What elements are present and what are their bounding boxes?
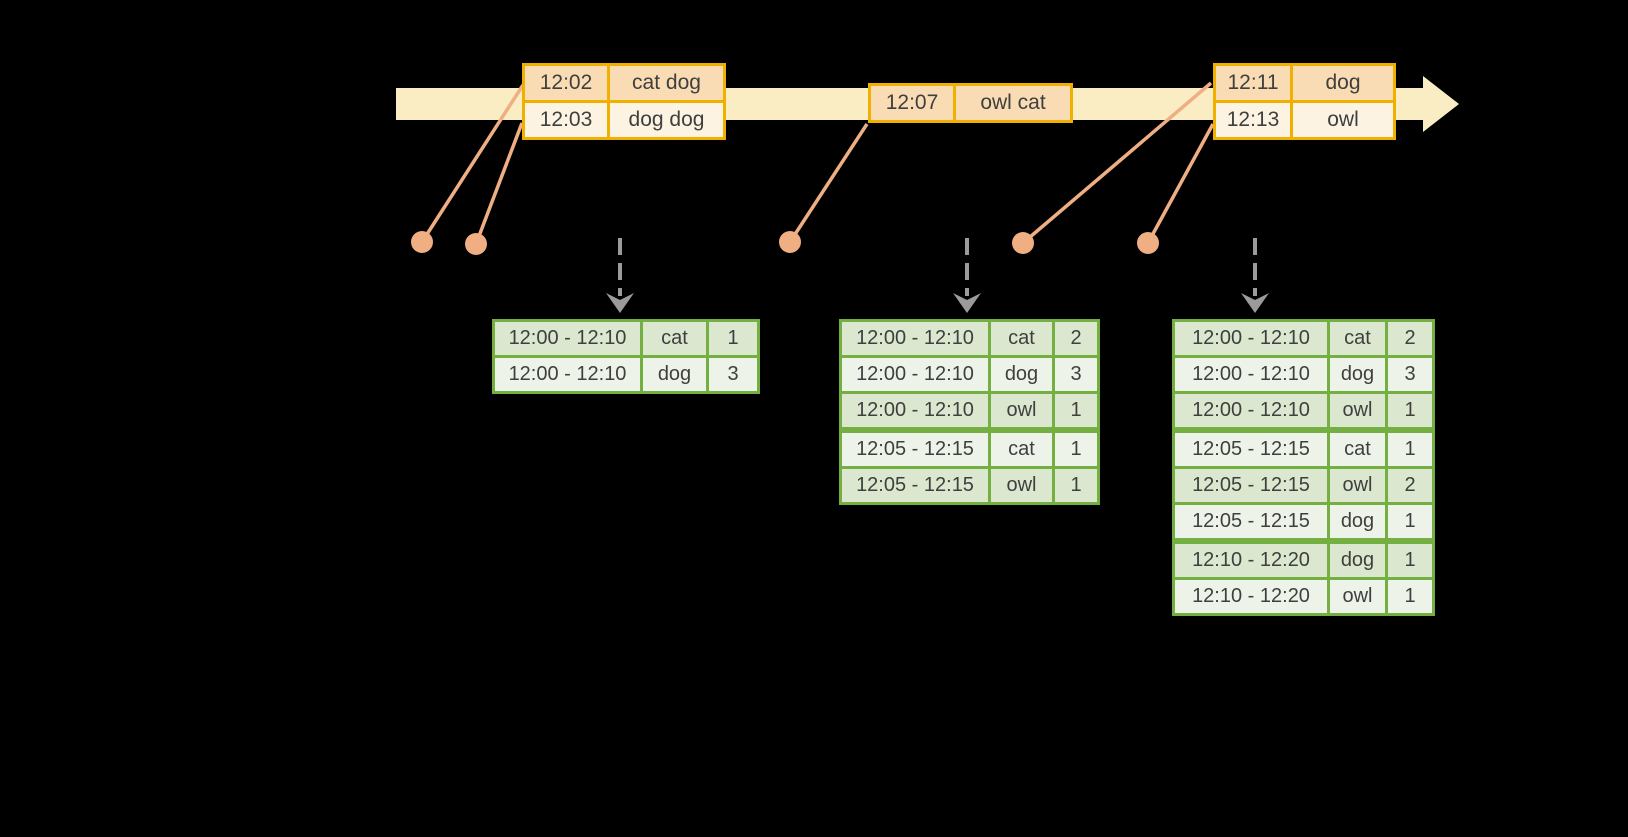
count-cell: 1	[1385, 391, 1435, 432]
word-cell: dog	[988, 355, 1055, 394]
word-cell: cat	[1327, 319, 1388, 358]
time-cell: 12:07	[868, 83, 956, 123]
word-cell: owl	[988, 466, 1055, 505]
timeline-arrowhead-icon	[1423, 76, 1459, 132]
time-cell: 12:11	[1213, 63, 1293, 103]
window-cell: 12:00 - 12:10	[1172, 319, 1330, 358]
word-cell: cat	[988, 319, 1055, 358]
window-cell: 12:00 - 12:10	[839, 391, 991, 432]
count-cell: 1	[1052, 466, 1100, 505]
count-cell: 2	[1385, 466, 1435, 505]
event-connector-line	[788, 123, 869, 243]
window-cell: 12:00 - 12:10	[492, 355, 643, 394]
word-cell: dog	[1327, 538, 1388, 580]
window-cell: 12:05 - 12:15	[839, 466, 991, 505]
word-cell: cat	[640, 319, 709, 358]
count-cell: 1	[1385, 427, 1435, 469]
words-cell: dog	[1290, 63, 1396, 103]
window-cell: 12:10 - 12:20	[1172, 538, 1330, 580]
word-cell: owl	[1327, 466, 1388, 505]
count-cell: 1	[1385, 538, 1435, 580]
words-cell: cat dog	[607, 63, 726, 103]
time-cell: 12:03	[522, 100, 610, 140]
event-dot	[465, 233, 487, 255]
count-cell: 3	[1385, 355, 1435, 394]
count-cell: 1	[1385, 502, 1435, 543]
word-cell: owl	[988, 391, 1055, 432]
window-cell: 12:05 - 12:15	[1172, 502, 1330, 543]
window-cell: 12:10 - 12:20	[1172, 577, 1330, 616]
words-cell: owl	[1290, 100, 1396, 140]
event-connector-line	[474, 122, 524, 245]
count-cell: 3	[706, 355, 760, 394]
trigger-arrow	[953, 238, 981, 313]
word-cell: dog	[1327, 355, 1388, 394]
count-cell: 1	[1052, 427, 1100, 469]
event-dot	[411, 231, 433, 253]
trigger-arrow-head-icon	[606, 293, 634, 313]
count-cell: 3	[1052, 355, 1100, 394]
window-cell: 12:00 - 12:10	[1172, 355, 1330, 394]
trigger-arrow-head-icon	[953, 293, 981, 313]
count-cell: 1	[1052, 391, 1100, 432]
window-cell: 12:00 - 12:10	[839, 355, 991, 394]
event-dot	[1012, 232, 1034, 254]
event-connector-line	[1146, 123, 1215, 244]
window-cell: 12:05 - 12:15	[1172, 427, 1330, 469]
words-cell: dog dog	[607, 100, 726, 140]
time-cell: 12:13	[1213, 100, 1293, 140]
time-cell: 12:02	[522, 63, 610, 103]
window-cell: 12:05 - 12:15	[1172, 466, 1330, 505]
trigger-arrow-head-icon	[1241, 293, 1269, 313]
event-dot	[1137, 232, 1159, 254]
window-cell: 12:00 - 12:10	[492, 319, 643, 358]
words-cell: owl cat	[953, 83, 1073, 123]
word-cell: dog	[640, 355, 709, 394]
word-cell: owl	[1327, 391, 1388, 432]
count-cell: 1	[706, 319, 760, 358]
count-cell: 1	[1385, 577, 1435, 616]
word-cell: owl	[1327, 577, 1388, 616]
window-cell: 12:00 - 12:10	[1172, 391, 1330, 432]
event-connector-line	[1021, 81, 1213, 245]
event-dot	[779, 231, 801, 253]
word-cell: cat	[1327, 427, 1388, 469]
word-cell: cat	[988, 427, 1055, 469]
count-cell: 2	[1385, 319, 1435, 358]
count-cell: 2	[1052, 319, 1100, 358]
window-cell: 12:00 - 12:10	[839, 319, 991, 358]
trigger-arrow	[606, 238, 634, 313]
word-cell: dog	[1327, 502, 1388, 543]
window-cell: 12:05 - 12:15	[839, 427, 991, 469]
trigger-arrow	[1241, 238, 1269, 313]
event-connector-line	[420, 84, 525, 243]
